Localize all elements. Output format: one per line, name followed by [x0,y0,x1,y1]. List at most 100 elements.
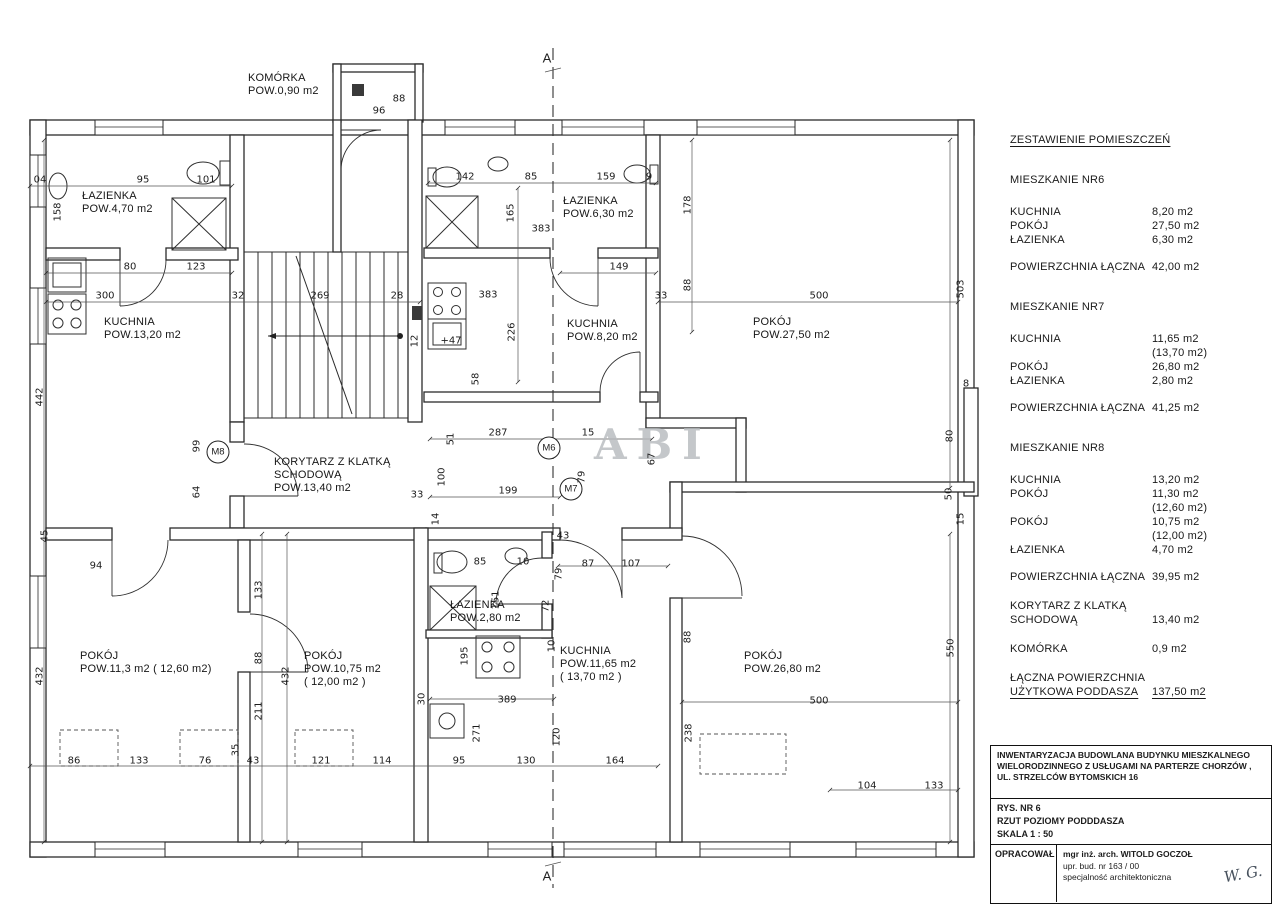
dimension-label: 503 [955,279,967,299]
dimension-label: 10 [546,639,558,653]
dimension-label: 10 [516,556,530,568]
room-label-line: KUCHNIA [104,316,155,328]
dimension-label: 271 [471,723,483,743]
dimension-label: 12 [409,334,421,348]
room-label-line: KOMÓRKA [248,72,306,84]
dimension-label: 269 [310,290,330,302]
schedule-row-alt: (13,70 m2) [1010,346,1264,360]
room-area: 4,70 m2 [1152,544,1194,556]
author-name: mgr inż. arch. WITOLD GOCZOŁ [1063,849,1193,859]
room-label-line: POW.27,50 m2 [753,329,830,341]
total-label: POWIERZCHNIA ŁĄCZNA [1010,402,1146,414]
room-name: ŁAZIENKA [1010,375,1065,387]
room-name: POKÓJ [1010,220,1049,232]
dimension-label: 500 [809,695,829,707]
dimension-label: 35 [230,743,242,757]
room-area: 11,65 m2 [1152,333,1199,345]
room-label-line: KUCHNIA [560,645,611,657]
schedule-row: POKÓJ 26,80 m2 [1010,360,1264,374]
dimension-label: 45 [39,529,51,543]
room-name: ŁAZIENKA [1010,234,1065,246]
dimension-label: 383 [531,223,551,235]
room-label-line: POW.13,40 m2 [274,482,351,494]
room-label-line: POW.11,65 m2 [560,658,637,670]
author-label: OPRACOWAŁ [991,845,1057,902]
dimension-label: 130 [516,755,536,767]
dimension-label: 85 [473,556,487,568]
dimension-label: 79 [576,470,588,484]
dimension-label: 43 [246,755,260,767]
total-label: POWIERZCHNIA ŁĄCZNA [1010,261,1146,273]
dimension-label: 432 [34,666,46,686]
room-label-line: POW.8,20 m2 [567,331,638,343]
apartment-marker: M6 [537,436,561,460]
dimension-label: 88 [682,278,694,292]
apartment-heading: MIESZKANIE NR7 [1010,301,1105,313]
room-label-line: POKÓJ [304,650,343,662]
author-info: mgr inż. arch. WITOLD GOCZOŁ upr. bud. n… [1057,845,1215,902]
room-name: POKÓJ [1010,488,1049,500]
dimension-label: 389 [497,694,517,706]
room-name-spacer [1010,529,1152,543]
dimension-label: +47 [440,335,462,347]
dimension-label: 442 [34,387,46,407]
room-label-line: POKÓJ [80,650,119,662]
dimension-label: 101 [196,174,216,186]
author-row: OPRACOWAŁ mgr inż. arch. WITOLD GOCZOŁ u… [991,845,1271,902]
room-area-alt: (12,60 m2) [1152,502,1208,514]
room-area: 11,30 m2 [1152,488,1199,500]
dimension-label: 158 [52,202,64,222]
dimension-label: 88 [392,93,406,105]
dimension-label: 15 [955,512,967,526]
dimension-label: 149 [609,261,629,273]
shower-icon [171,195,479,631]
dimension-label: 04 [33,174,47,186]
dimension-label: 72 [540,599,552,613]
room-label-line: POW.26,80 m2 [744,663,821,675]
room-label-line: ŁAZIENKA [563,195,618,207]
extra-name-line: KOMÓRKA [1010,643,1068,655]
room-name-spacer [1010,346,1152,360]
room-area: 10,75 m2 [1152,516,1200,528]
dimension-label: 133 [129,755,149,767]
dimension-label: 32 [231,290,245,302]
room-label-line: ( 12,00 m2 ) [304,676,366,688]
dimension-label: 15 [581,427,595,439]
apartment-heading: MIESZKANIE NR8 [1010,442,1105,454]
project-description: INWENTARYZACJA BUDOWLANA BUDYNKU MIESZKA… [991,746,1271,799]
dimension-label: 50 [943,487,955,501]
schedule-title: ZESTAWIENIE POMIESZCZEŃ [1010,134,1171,146]
room-area: 26,80 m2 [1152,361,1200,373]
dimension-label: 51 [445,432,457,446]
extra-area: 137,50 m2 [1152,686,1206,698]
section-marker-top: A [542,50,552,66]
interior-walls [45,119,975,843]
dimension-label: 88 [253,651,265,665]
room-name: POKÓJ [1010,361,1049,373]
schedule-row-alt: (12,00 m2) [1010,529,1264,543]
dimension-label: 121 [311,755,331,767]
dimension-label: 79 [553,567,565,581]
apartment-heading: MIESZKANIE NR6 [1010,174,1105,186]
dimension-label: 238 [683,723,695,743]
room-name: KUCHNIA [1010,333,1061,345]
dimension-label: 104 [857,780,877,792]
room-label-line: POW.10,75 m2 [304,663,381,675]
extra-area: 13,40 m2 [1152,614,1200,626]
dimension-label: 85 [524,171,538,183]
extra-area: 0,9 m2 [1152,643,1187,655]
room-name-spacer [1010,501,1152,515]
dimension-label: 159 [596,171,616,183]
dimension-label: 30 [416,692,428,706]
dimension-label: 178 [682,195,694,215]
extra-name-line: KORYTARZ Z KLATKĄ [1010,600,1127,612]
